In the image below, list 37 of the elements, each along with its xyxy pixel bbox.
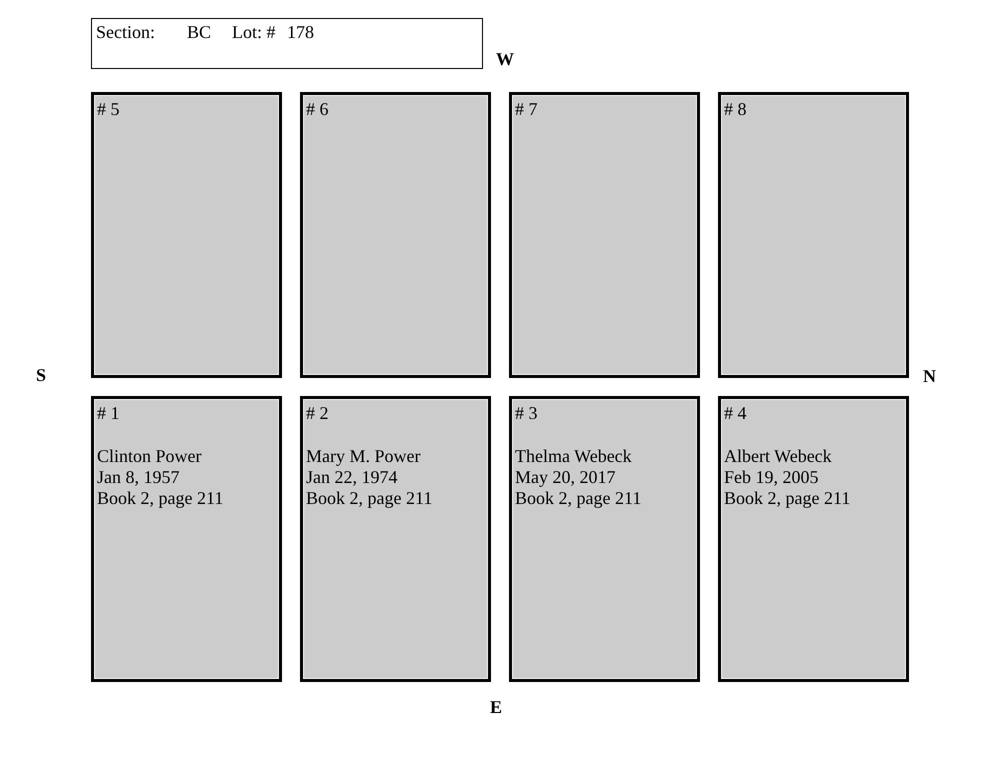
section-value: BC <box>187 22 212 43</box>
record-reference: Book 2, page 211 <box>306 488 432 509</box>
deceased-name: Mary M. Power <box>306 446 420 467</box>
burial-plot <box>300 396 491 682</box>
deceased-name: Clinton Power <box>97 446 202 467</box>
record-reference: Book 2, page 211 <box>724 488 850 509</box>
plot-number: # 2 <box>306 403 328 424</box>
plot-number: # 5 <box>97 99 120 120</box>
plot-number: # 4 <box>724 403 746 424</box>
plot-number: # 3 <box>515 403 538 424</box>
compass-direction-label: E <box>490 697 502 717</box>
burial-plot <box>718 92 909 378</box>
record-reference: Book 2, page 211 <box>515 488 642 509</box>
deceased-name: Thelma Webeck <box>515 446 632 467</box>
plot-number: # 7 <box>515 99 538 120</box>
deceased-name: Albert Webeck <box>724 446 832 467</box>
plot-number: # 1 <box>97 403 120 424</box>
lot-number: 178 <box>287 22 314 43</box>
burial-date: May 20, 2017 <box>515 467 616 488</box>
plot-number: # 6 <box>306 99 328 120</box>
burial-plot <box>509 92 700 378</box>
lot-label: Lot: # <box>232 22 276 43</box>
burial-plot <box>300 92 491 378</box>
burial-date: Jan 8, 1957 <box>97 467 180 488</box>
burial-plot <box>91 92 282 378</box>
burial-plot <box>91 396 282 682</box>
burial-plot <box>718 396 909 682</box>
lot-header-box <box>91 18 483 69</box>
compass-direction-label: S <box>36 365 46 385</box>
compass-direction-label: W <box>496 49 514 69</box>
record-reference: Book 2, page 211 <box>97 488 224 509</box>
burial-date: Jan 22, 1974 <box>306 467 398 488</box>
section-label: Section: <box>96 22 155 43</box>
burial-date: Feb 19, 2005 <box>724 467 818 488</box>
plot-number: # 8 <box>724 99 746 120</box>
compass-direction-label: N <box>923 366 936 386</box>
burial-plot <box>509 396 700 682</box>
